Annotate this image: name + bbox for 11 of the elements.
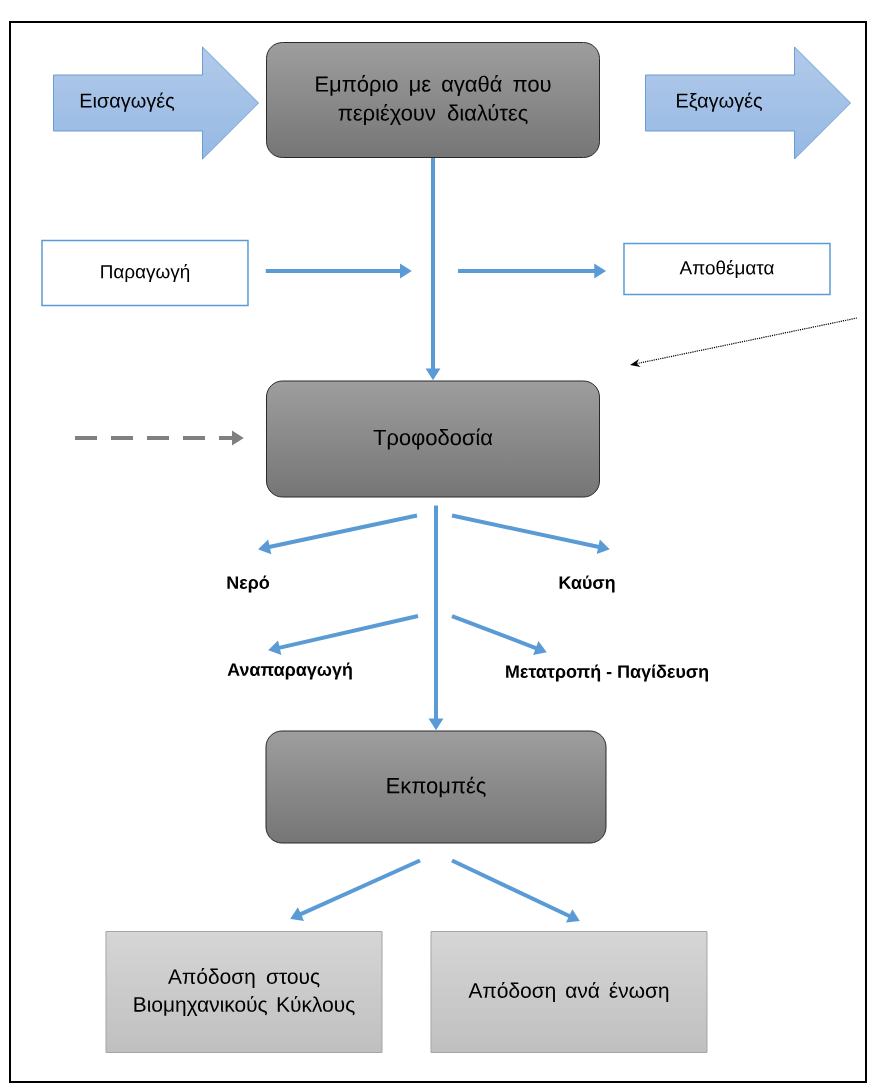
flow-label: Νερό: [227, 575, 270, 593]
flow-label: Αναπαραγωγή: [227, 662, 352, 680]
result-box: Απόδοση στους Βιομηχανικούς Κύκλους: [105, 931, 383, 1053]
flow-label: Καύση: [559, 575, 615, 593]
input-box: Παραγωγή: [41, 239, 249, 307]
flow-label: Μετατροπή - Παγίδευση: [506, 664, 708, 682]
process-box: Εκπομπές: [265, 730, 607, 844]
process-box: Τροφοδοσία: [266, 380, 600, 498]
result-box: Απόδοση ανά ένωση: [430, 931, 708, 1053]
process-box: Εμπόριο με αγαθά που περιέχουν διαλύτες: [266, 42, 600, 158]
output-box: Αποθέματα: [623, 242, 831, 296]
